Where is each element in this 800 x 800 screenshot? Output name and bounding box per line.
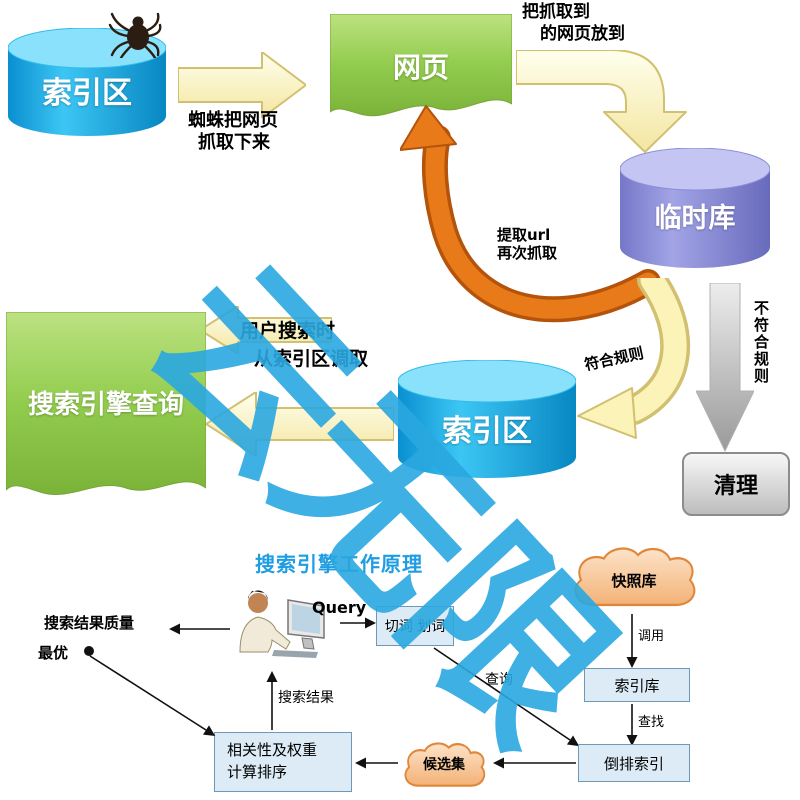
match-arrow (577, 278, 691, 439)
candidate-to-ranking-arrow (355, 757, 398, 769)
query-doc: 搜索引擎查询 (6, 312, 206, 512)
recrawl-arrow (400, 105, 661, 323)
segment-box-label: 切词 划词 (384, 619, 446, 635)
call-label: 调用 (638, 629, 665, 644)
extract-url-line2: 再次抓取 (497, 244, 558, 262)
clean-box: 清理 (682, 452, 790, 516)
index-db-cylinder: 索引区 (398, 360, 576, 480)
webpage-doc: 网页 (330, 14, 512, 126)
cylinder-shape (8, 28, 166, 136)
query-flow-arrow (340, 617, 376, 629)
query-arrow (206, 392, 394, 456)
crawl-label-line1: 蜘蛛把网页 (188, 110, 278, 131)
query-doc-label: 搜索引擎查询 (27, 390, 184, 420)
cylinder-shape (398, 360, 576, 478)
to-temp-label-line1: 把抓取到 (522, 2, 590, 22)
cloud-shape (404, 742, 486, 787)
ranking-box: 相关性及权重 计算排序 (214, 732, 352, 792)
not-match-label: 不符合规则 (752, 300, 770, 385)
quality-to-ranking-line (89, 655, 216, 736)
quality-label-line2: 最优 (38, 644, 69, 662)
temp-db-cylinder: 临时库 (620, 148, 770, 270)
candidate-cloud-label: 候选集 (423, 757, 465, 773)
snapshot-cloud-label: 快照库 (611, 572, 657, 590)
extract-url-line1: 提取url (497, 226, 551, 244)
discard-arrow (696, 283, 754, 453)
index-store-label: 索引库 (614, 676, 660, 695)
ranking-to-user-arrow (266, 671, 278, 730)
crawl-label-line2: 抓取下来 (198, 131, 270, 153)
bottom-title: 搜索引擎工作原理 (255, 552, 423, 576)
inverted-to-candidate-arrow (493, 757, 576, 769)
ranking-box-line1: 相关性及权重 (227, 741, 318, 760)
cylinder-shape (620, 148, 770, 268)
lookup-label: 查找 (638, 715, 665, 730)
source-db-cylinder: 索引区 (8, 28, 166, 138)
inverted-index-box: 倒排索引 (578, 744, 690, 782)
candidate-cloud: 候选集 (400, 740, 488, 790)
webpage-label: 网页 (392, 51, 449, 84)
bullet-dot (84, 646, 94, 656)
document-shape (6, 312, 206, 495)
segment-box: 切词 划词 (376, 606, 454, 646)
query-term-label: Query (312, 598, 367, 617)
index-db-label: 索引区 (442, 414, 532, 449)
document-shape (330, 14, 512, 117)
store-to-inverted-arrow (626, 704, 638, 746)
temp-db-label: 临时库 (654, 203, 736, 234)
small-query-arrow (200, 306, 332, 354)
cloud-shape (574, 547, 696, 607)
query2-label: 查询 (485, 672, 513, 688)
snapshot-cloud: 快照库 (568, 546, 700, 614)
result-label: 搜索结果 (278, 690, 334, 706)
user-at-computer-icon (239, 590, 325, 658)
segment-to-index-arrow (433, 647, 580, 747)
quality-label-line1: 搜索结果质量 (44, 614, 135, 632)
user-search-label-line1: 用户搜索时 (240, 320, 336, 342)
source-db-label: 索引区 (42, 76, 132, 111)
crawl-arrow (178, 52, 306, 118)
user-to-quality-arrow (169, 623, 230, 635)
index-store-box: 索引库 (584, 668, 690, 702)
clean-box-label: 清理 (713, 474, 758, 499)
snapshot-to-store-arrow (626, 614, 638, 668)
to-temp-label-line2: 的网页放到 (540, 24, 625, 44)
inverted-index-label: 倒排索引 (603, 754, 664, 773)
spider-icon (108, 12, 162, 58)
user-search-label-line2: 从索引区调取 (254, 348, 369, 370)
crawl-label: 蜘蛛把网页 抓取下来 (188, 110, 278, 153)
ranking-box-line2: 计算排序 (227, 763, 288, 781)
extract-url-label: 提取url 再次抓取 (497, 226, 557, 262)
to-temp-arrow (516, 50, 687, 153)
